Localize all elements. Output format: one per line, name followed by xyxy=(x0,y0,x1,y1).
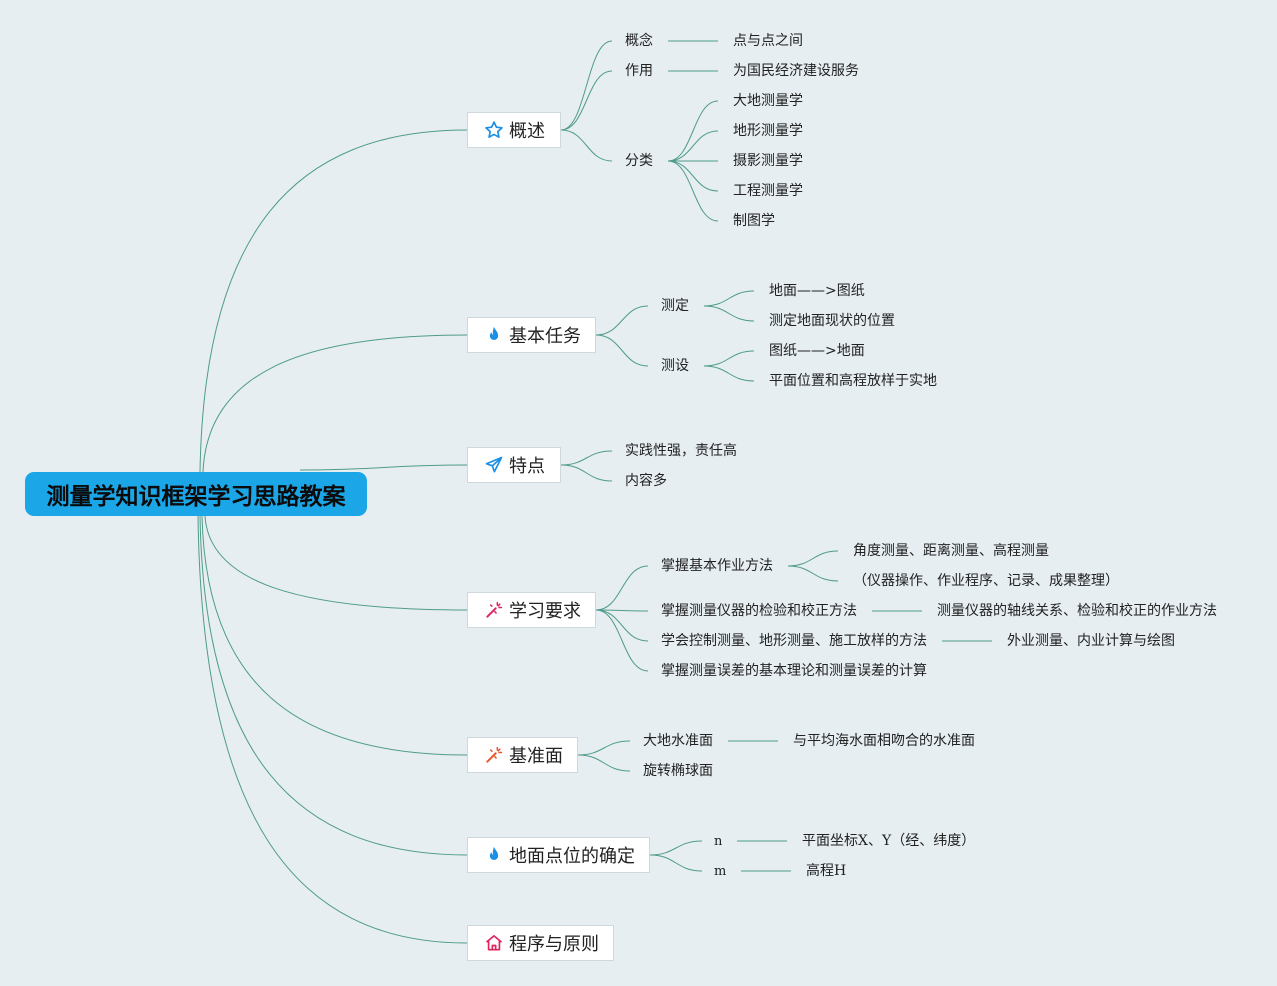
topic-label: 概述 xyxy=(509,121,545,142)
node-control-surveying[interactable]: 学会控制测量、地形测量、施工放样的方法 xyxy=(661,633,927,649)
topic-reference-surface[interactable]: 基准面 xyxy=(467,737,578,773)
connector-curve xyxy=(560,129,613,162)
node-error-theory[interactable]: 掌握测量误差的基本理论和测量误差的计算 xyxy=(661,663,927,679)
node-elevation[interactable]: 高程H xyxy=(806,863,847,879)
node-axis-relationship[interactable]: 测量仪器的轴线关系、检验和校正的作业方法 xyxy=(937,603,1217,619)
home-icon xyxy=(484,933,504,953)
topic-label: 程序与原则 xyxy=(509,934,599,955)
node-basic-methods[interactable]: 掌握基本作业方法 xyxy=(661,558,773,574)
connector-curve xyxy=(595,305,649,336)
root-connector xyxy=(204,515,468,611)
connector-curve xyxy=(560,40,613,131)
paper-plane-icon xyxy=(484,455,504,475)
node-instrument-calibration[interactable]: 掌握测量仪器的检验和校正方法 xyxy=(661,603,857,619)
flame-icon xyxy=(484,325,504,345)
topic-label: 学习要求 xyxy=(509,601,581,622)
root-topic[interactable]: 测量学知识框架学习思路教案 xyxy=(25,472,367,516)
node-m[interactable]: m xyxy=(714,864,727,879)
star-icon xyxy=(484,120,504,140)
connector-curve xyxy=(595,609,649,642)
node-concept-detail[interactable]: 点与点之间 xyxy=(733,33,803,49)
node-map-to-ground[interactable]: 图纸——>地面 xyxy=(769,343,865,359)
connector-curve xyxy=(667,160,719,222)
connector-curve xyxy=(787,550,839,567)
topic-features[interactable]: 特点 xyxy=(467,447,561,483)
flame-icon xyxy=(484,845,504,865)
node-n[interactable]: n xyxy=(714,834,723,849)
magic-wand-icon xyxy=(484,600,504,620)
connector-curve xyxy=(560,70,613,131)
connector-curve xyxy=(703,305,755,322)
node-measure-position[interactable]: 测定地面现状的位置 xyxy=(769,313,895,329)
connector-curve xyxy=(595,609,649,672)
topic-overview[interactable]: 概述 xyxy=(467,112,561,148)
node-ellipsoid[interactable]: 旋转椭球面 xyxy=(643,763,713,779)
connector-curve xyxy=(577,740,631,756)
node-instrument-operation[interactable]: （仪器操作、作业程序、记录、成果整理） xyxy=(853,573,1119,589)
magic-wand-icon xyxy=(484,745,504,765)
connector-curve xyxy=(703,350,755,367)
node-mean-sea-level[interactable]: 与平均海水面相吻合的水准面 xyxy=(793,733,975,749)
topic-procedures-principles[interactable]: 程序与原则 xyxy=(467,925,614,961)
topic-point-positioning[interactable]: 地面点位的确定 xyxy=(467,837,650,873)
topic-learning-requirements[interactable]: 学习要求 xyxy=(467,592,596,628)
node-photogrammetry[interactable]: 摄影测量学 xyxy=(733,153,803,169)
node-fieldwork-computation[interactable]: 外业测量、内业计算与绘图 xyxy=(1007,633,1175,649)
connector-curve xyxy=(667,160,719,192)
node-function[interactable]: 作用 xyxy=(625,63,653,79)
node-geodesy[interactable]: 大地测量学 xyxy=(733,93,803,109)
root-connector xyxy=(199,515,468,856)
root-connector xyxy=(201,515,468,756)
topic-label: 基准面 xyxy=(509,746,563,767)
connector-curve xyxy=(577,754,631,772)
root-connector xyxy=(197,515,468,944)
connector-curve xyxy=(667,100,719,162)
topic-label: 地面点位的确定 xyxy=(509,846,635,867)
topic-label: 特点 xyxy=(509,456,545,477)
node-concept[interactable]: 概念 xyxy=(625,33,653,49)
node-practical[interactable]: 实践性强，责任高 xyxy=(625,443,737,459)
node-setting-out[interactable]: 测设 xyxy=(661,358,689,374)
connector-curve xyxy=(649,840,703,856)
connector-curve xyxy=(595,609,649,612)
connector-curve xyxy=(649,854,703,872)
connector-curve xyxy=(667,130,719,162)
node-geoid[interactable]: 大地水准面 xyxy=(643,733,713,749)
node-ground-to-map[interactable]: 地面——>图纸 xyxy=(769,283,865,299)
connector-curve xyxy=(560,450,613,466)
node-much-content[interactable]: 内容多 xyxy=(625,473,667,489)
node-plane-coordinates[interactable]: 平面坐标X、Y（经、纬度） xyxy=(802,833,976,849)
root-connector xyxy=(202,334,468,473)
connector-curve xyxy=(787,565,839,582)
root-connector xyxy=(299,464,468,471)
node-angle-distance-height[interactable]: 角度测量、距离测量、高程测量 xyxy=(853,543,1049,559)
topic-basic-tasks[interactable]: 基本任务 xyxy=(467,317,596,353)
node-function-detail[interactable]: 为国民经济建设服务 xyxy=(733,63,859,79)
node-classification[interactable]: 分类 xyxy=(625,153,653,169)
connector-curve xyxy=(703,365,755,382)
connector-curve xyxy=(595,334,649,367)
node-staking-out[interactable]: 平面位置和高程放样于实地 xyxy=(769,373,937,389)
node-engineering-surveying[interactable]: 工程测量学 xyxy=(733,183,803,199)
node-cartography[interactable]: 制图学 xyxy=(733,213,775,229)
connector-curve xyxy=(560,464,613,482)
root-connector xyxy=(199,129,468,473)
node-topographic-surveying[interactable]: 地形测量学 xyxy=(733,123,803,139)
connector-curve xyxy=(595,565,649,611)
node-measure[interactable]: 测定 xyxy=(661,298,689,314)
connector-curve xyxy=(703,290,755,307)
topic-label: 基本任务 xyxy=(509,326,581,347)
